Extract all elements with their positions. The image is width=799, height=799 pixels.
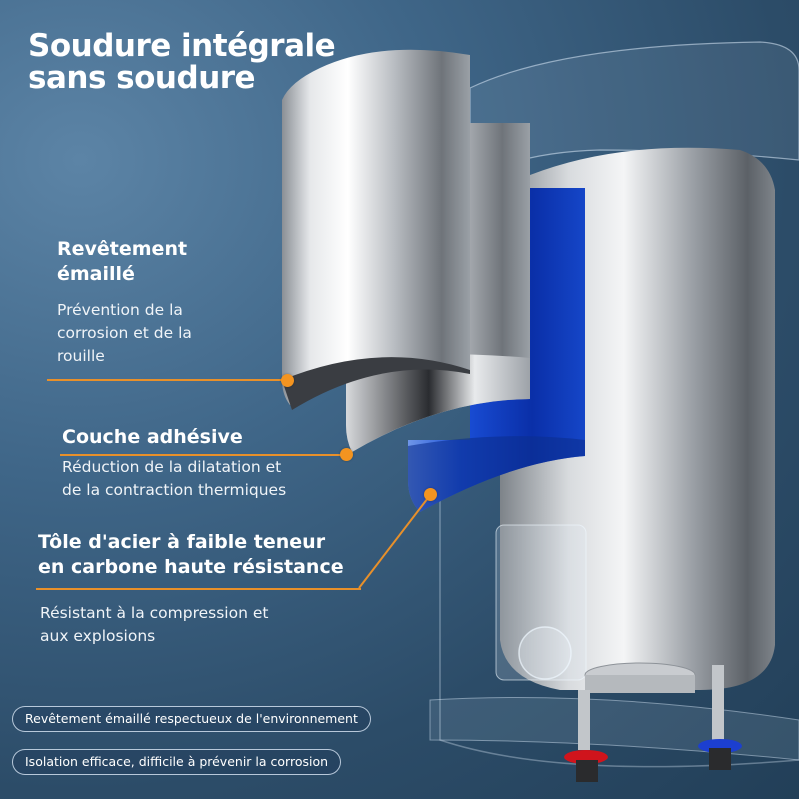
feature-adhesive-description: Réduction de la dilatation et de la cont…	[62, 456, 286, 502]
feature-enamel-coating: Revêtement émaillé Prévention de la corr…	[57, 237, 192, 368]
callout-line-3	[36, 588, 361, 590]
page-title: Soudure intégrale sans soudure	[28, 28, 336, 96]
feature-title: Revêtement émaillé	[57, 238, 188, 285]
badge-eco-enamel: Revêtement émaillé respectueux de l'envi…	[12, 706, 371, 732]
feature-description: Réduction de la dilatation et de la cont…	[62, 458, 287, 499]
feature-steel-description: Résistant à la compression et aux explos…	[40, 602, 268, 648]
feature-adhesive-layer: Couche adhésive	[62, 425, 243, 450]
title-line-1: Soudure intégrale	[28, 28, 336, 64]
title-line-2: sans soudure	[28, 60, 256, 96]
badge-insulation: Isolation efficace, difficile à prévenir…	[12, 749, 342, 775]
callout-dot-3	[424, 488, 437, 501]
feature-steel-sheet: Tôle d'acier à faible teneur en carbone …	[38, 530, 344, 580]
callout-line-2	[60, 454, 345, 456]
feature-description: Résistant à la compression et aux explos…	[40, 604, 269, 645]
feature-description: Prévention de la corrosion et de la roui…	[57, 301, 192, 365]
callout-dot-1	[281, 374, 294, 387]
callout-line-1	[47, 379, 285, 381]
feature-title: Couche adhésive	[62, 426, 243, 448]
feature-title: Tôle d'acier à faible teneur en carbone …	[38, 531, 344, 578]
callout-dot-2	[340, 448, 353, 461]
callout-line-3-diagonal	[358, 493, 432, 589]
